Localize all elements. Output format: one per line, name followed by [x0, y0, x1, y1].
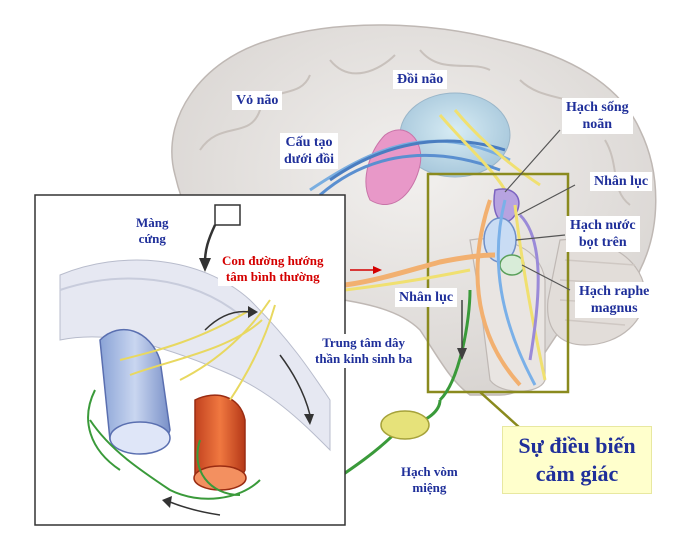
inset-panel: [35, 195, 345, 525]
ganglion-node: [381, 411, 429, 439]
label-salivatory-line2: bọt trên: [570, 234, 636, 251]
label-dura-line2: cứng: [136, 231, 169, 247]
label-dorsal-raphe: Hạch sống noãn: [562, 98, 633, 134]
label-ganglion-line2: miệng: [401, 480, 458, 496]
label-nucleus-mid: Nhân lục: [395, 288, 457, 307]
label-normal-pathway-line2: tâm bình thường: [222, 269, 324, 285]
label-trigeminal-center: Trung tâm dây thần kinh sinh ba: [311, 334, 416, 368]
summary-line2: cảm giác: [503, 460, 651, 488]
label-thalamus: Đồi não: [393, 70, 447, 89]
label-ganglion-line1: Hạch vòm: [401, 464, 458, 480]
summary-box: Sự điều biến cảm giác: [502, 426, 652, 494]
label-dorsal-raphe-line2: noãn: [566, 116, 629, 133]
label-normal-pathway-line1: Con đường hướng: [222, 253, 324, 269]
label-normal-pathway: Con đường hướng tâm bình thường: [218, 252, 328, 286]
label-dorsal-raphe-line1: Hạch sống: [566, 99, 629, 116]
label-salivatory-line1: Hạch nước: [570, 217, 636, 234]
summary-line1: Sự điều biến: [503, 432, 651, 460]
label-raphe-magnus: Hạch raphe magnus: [575, 282, 653, 318]
label-locus: Nhân lục: [590, 172, 652, 191]
label-trigeminal-line1: Trung tâm dây: [315, 335, 412, 351]
label-trigeminal-line2: thần kinh sinh ba: [315, 351, 412, 367]
label-raphe-magnus-line2: magnus: [579, 300, 649, 317]
label-salivatory: Hạch nước bọt trên: [566, 216, 640, 252]
label-hypothalamus: Cấu tạo dưới đồi: [280, 133, 338, 169]
label-raphe-magnus-line1: Hạch raphe: [579, 283, 649, 300]
label-ganglion: Hạch vòm miệng: [397, 463, 462, 497]
label-dura: Màng cứng: [132, 214, 173, 248]
label-dura-line1: Màng: [136, 215, 169, 231]
label-cortex: Vỏ não: [232, 91, 282, 110]
label-hypothalamus-line2: dưới đồi: [284, 151, 334, 168]
label-hypothalamus-line1: Cấu tạo: [284, 134, 334, 151]
